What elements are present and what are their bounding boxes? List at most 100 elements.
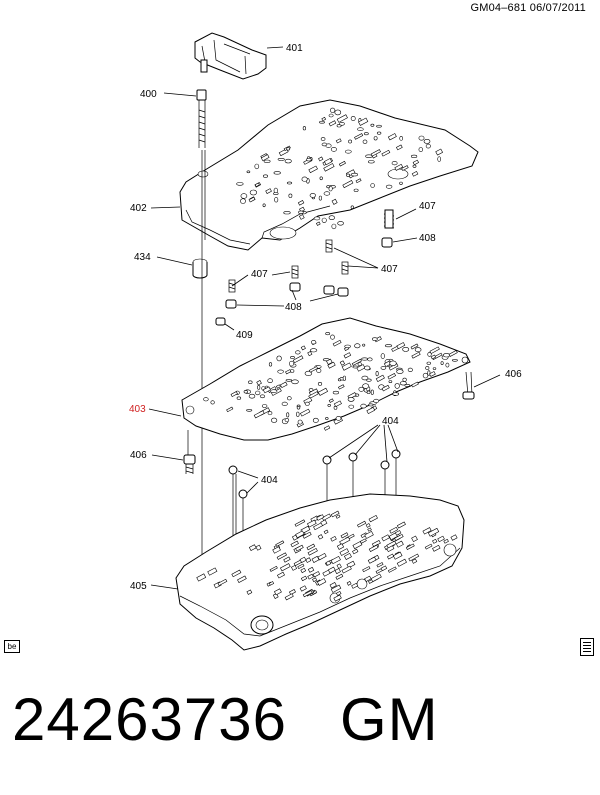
passage-mark — [318, 195, 323, 201]
passage-mark — [358, 386, 365, 392]
passage-mark — [370, 123, 375, 127]
passage-mark — [331, 198, 338, 205]
passage-mark — [396, 342, 406, 350]
bolt-406-left[interactable] — [183, 454, 196, 474]
passage-mark — [451, 358, 458, 362]
passage-mark — [399, 181, 403, 185]
passage-mark — [248, 393, 256, 399]
passage-mark — [376, 131, 382, 135]
passage-mark — [261, 404, 268, 408]
passage-mark — [357, 362, 362, 367]
passage-mark — [326, 358, 333, 365]
passage-mark — [236, 396, 242, 400]
passage-mark — [387, 566, 397, 573]
passage-mark — [302, 590, 313, 598]
sleeve-434[interactable] — [192, 258, 208, 279]
passage-mark — [353, 188, 359, 192]
passage-mark — [394, 533, 404, 541]
callout-407-a: 407 — [419, 201, 436, 212]
passage-mark — [316, 578, 327, 586]
callout-404-a: 404 — [382, 416, 399, 427]
passage-mark — [364, 530, 374, 539]
passage-mark — [267, 378, 273, 384]
passage-mark — [427, 352, 432, 357]
passage-mark — [364, 575, 372, 582]
passage-mark — [422, 527, 432, 535]
passage-mark — [262, 386, 271, 394]
passage-mark — [295, 530, 305, 539]
bolt-400[interactable] — [196, 89, 207, 148]
passage-mark — [351, 358, 362, 366]
passage-mark — [246, 408, 253, 412]
passage-mark — [327, 361, 336, 369]
plug-408-a[interactable] — [381, 237, 393, 248]
passage-mark — [296, 406, 301, 410]
passage-mark — [360, 403, 367, 409]
passage-mark — [327, 566, 336, 574]
bolt-406-right[interactable] — [462, 371, 475, 400]
spring-407-b[interactable] — [228, 279, 236, 293]
spacer-plate-403-holes — [203, 332, 458, 431]
passage-mark — [385, 184, 393, 189]
passage-mark — [295, 350, 301, 355]
passage-mark — [362, 343, 366, 347]
passage-mark — [339, 548, 350, 556]
passage-mark — [396, 369, 404, 374]
passage-mark — [354, 343, 361, 349]
passage-mark — [217, 578, 228, 586]
passage-mark — [312, 571, 321, 578]
passage-mark — [411, 558, 418, 564]
passage-mark — [291, 379, 299, 385]
passage-mark — [297, 563, 305, 570]
spacer-plate-403[interactable] — [181, 317, 471, 441]
plug-409[interactable] — [215, 317, 226, 326]
passage-mark — [404, 383, 411, 387]
callout-401: 401 — [286, 43, 303, 54]
passage-mark — [411, 170, 419, 177]
passage-mark — [350, 172, 358, 177]
bracket-401[interactable] — [194, 32, 267, 80]
passage-mark — [284, 158, 292, 164]
passage-mark — [323, 529, 329, 535]
passage-mark — [308, 391, 319, 399]
callout-434: 434 — [134, 252, 151, 263]
passage-mark — [323, 425, 331, 431]
passage-mark — [325, 417, 329, 420]
passage-mark — [231, 569, 242, 578]
passage-mark — [365, 523, 371, 528]
passage-mark — [418, 147, 423, 152]
upper-valve-body-402[interactable] — [179, 99, 479, 251]
passage-mark — [246, 589, 253, 595]
passage-mark — [373, 398, 380, 403]
passage-mark — [427, 527, 440, 537]
passage-mark — [292, 355, 304, 364]
passage-mark — [368, 403, 374, 407]
passage-mark — [243, 390, 248, 394]
passage-mark — [279, 381, 288, 389]
passage-mark — [370, 149, 381, 157]
passage-mark — [307, 566, 315, 573]
passage-mark — [267, 411, 273, 416]
passage-mark — [392, 551, 403, 560]
passage-mark — [313, 216, 321, 221]
passage-mark — [361, 375, 369, 381]
passage-mark — [412, 159, 420, 166]
plug-408-b[interactable] — [225, 282, 349, 309]
passage-mark — [285, 369, 292, 375]
passage-mark — [263, 159, 271, 163]
passage-mark — [370, 183, 375, 188]
passage-mark — [294, 519, 306, 527]
passage-mark — [305, 557, 312, 563]
passage-mark — [376, 124, 382, 128]
passage-mark — [230, 391, 238, 398]
passage-mark — [344, 149, 352, 154]
spring-407-c[interactable] — [291, 265, 299, 279]
part-number-footer: 24263736 GM — [12, 690, 439, 750]
spring-407-a[interactable] — [383, 209, 395, 229]
passage-mark — [320, 519, 328, 527]
passage-mark — [365, 154, 373, 158]
spring-407-d[interactable] — [325, 239, 349, 275]
passage-mark — [339, 122, 345, 126]
passage-mark — [337, 384, 345, 390]
passage-mark — [286, 181, 293, 185]
